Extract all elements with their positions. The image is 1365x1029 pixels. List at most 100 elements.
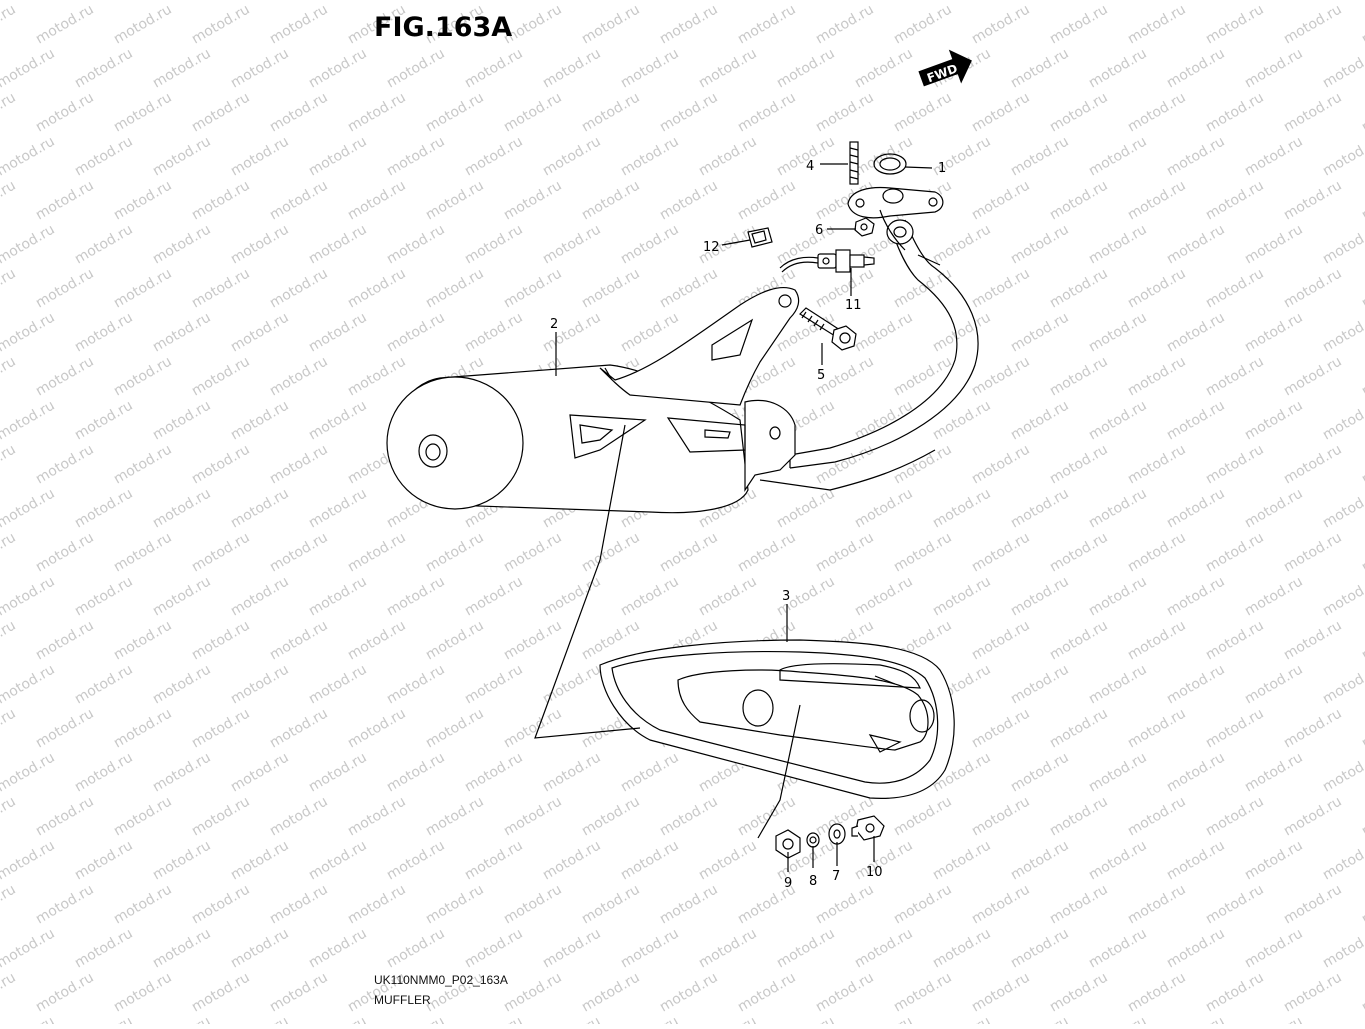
watermark-text: motod.ru [1203,617,1267,663]
watermark-text: motod.ru [384,749,448,795]
watermark-text: motod.ru [1086,925,1150,971]
watermark-text: motod.ru [1086,397,1150,443]
watermark-text: motod.ru [150,1013,214,1024]
watermark-text: motod.ru [189,1,253,47]
watermark-text: motod.ru [0,45,58,91]
watermark-text: motod.ru [540,45,604,91]
watermark-text: motod.ru [1086,749,1150,795]
watermark-text: motod.ru [813,529,877,575]
watermark-text: motod.ru [111,529,175,575]
watermark-text: motod.ru [1086,1013,1150,1024]
watermark-text: motod.ru [0,441,19,487]
watermark-text: motod.ru [33,793,97,839]
watermark-text: motod.ru [1164,749,1228,795]
watermark-text: motod.ru [267,793,331,839]
watermark-text: motod.ru [111,969,175,1015]
watermark-text: motod.ru [1008,485,1072,531]
watermark-text: motod.ru [423,705,487,751]
watermark-text: motod.ru [735,969,799,1015]
watermark-text: motod.ru [735,177,799,223]
watermark-text: motod.ru [111,881,175,927]
watermark-text: motod.ru [306,309,370,355]
watermark-text: motod.ru [657,529,721,575]
watermark-text: motod.ru [1203,793,1267,839]
watermark-text: motod.ru [306,133,370,179]
watermark-text: motod.ru [1281,353,1345,399]
callout-1: 1 [938,161,946,176]
watermark-text: motod.ru [501,881,565,927]
watermark-text: motod.ru [657,177,721,223]
watermark-text: motod.ru [33,881,97,927]
watermark-text: motod.ru [150,133,214,179]
watermark-text: motod.ru [1125,265,1189,311]
watermark-text: motod.ru [345,265,409,311]
watermark-text: motod.ru [462,45,526,91]
watermark-text: motod.ru [462,925,526,971]
watermark-text: motod.ru [1164,45,1228,91]
watermark-text: motod.ru [72,661,136,707]
watermark-text: motod.ru [1164,309,1228,355]
watermark-text: motod.ru [891,265,955,311]
watermark-text: motod.ru [189,705,253,751]
watermark-text: motod.ru [813,1,877,47]
watermark-text: motod.ru [72,485,136,531]
watermark-text: motod.ru [1242,221,1306,267]
watermark-text: motod.ru [774,1013,838,1024]
watermark-text: motod.ru [72,309,136,355]
watermark-text: motod.ru [462,837,526,883]
watermark-text: motod.ru [1164,485,1228,531]
watermark-text: motod.ru [1320,485,1365,531]
watermark-text: motod.ru [969,441,1033,487]
callout-10: 10 [866,865,883,880]
watermark-text: motod.ru [891,969,955,1015]
watermark-text: motod.ru [852,45,916,91]
watermark-text: motod.ru [462,661,526,707]
watermark-text: motod.ru [267,529,331,575]
watermark-text: motod.ru [150,749,214,795]
watermark-text: motod.ru [0,749,58,795]
watermark-text: motod.ru [1086,133,1150,179]
watermark-text: motod.ru [852,133,916,179]
watermark-text: motod.ru [540,925,604,971]
watermark-text: motod.ru [579,265,643,311]
callout-2: 2 [550,317,558,332]
watermark-text: motod.ru [969,265,1033,311]
watermark-text: motod.ru [891,89,955,135]
watermark-text: motod.ru [735,529,799,575]
watermark-text: motod.ru [969,89,1033,135]
watermark-text: motod.ru [0,309,58,355]
watermark-text: motod.ru [1281,89,1345,135]
watermark-text: motod.ru [1086,485,1150,531]
watermark-text: motod.ru [1242,0,1306,3]
watermark-text: motod.ru [0,969,19,1015]
watermark-text: motod.ru [1008,661,1072,707]
watermark-text: motod.ru [189,265,253,311]
watermark-text: motod.ru [345,89,409,135]
watermark-text: motod.ru [345,793,409,839]
watermark-text: motod.ru [423,529,487,575]
callout-12: 12 [703,240,720,255]
watermark-text: motod.ru [1164,397,1228,443]
watermark-text: motod.ru [1359,705,1365,751]
watermark-text: motod.ru [501,793,565,839]
watermark-text: motod.ru [1281,881,1345,927]
watermark-text: motod.ru [384,0,448,3]
watermark-text: motod.ru [852,837,916,883]
watermark-text: motod.ru [1125,89,1189,135]
watermark-text: motod.ru [540,0,604,3]
callout-7: 7 [832,869,840,884]
watermark-text: motod.ru [267,1,331,47]
watermark-text: motod.ru [150,661,214,707]
watermark-text: motod.ru [930,221,994,267]
watermark-text: motod.ru [540,221,604,267]
watermark-text: motod.ru [228,309,292,355]
watermark-text: motod.ru [150,573,214,619]
watermark-text: motod.ru [1047,529,1111,575]
watermark-text: motod.ru [462,1013,526,1024]
watermark-text: motod.ru [423,265,487,311]
watermark-text: motod.ru [1047,793,1111,839]
watermark-text: motod.ru [1242,925,1306,971]
watermark-text: motod.ru [1047,617,1111,663]
watermark-text: motod.ru [1242,485,1306,531]
watermark-text: motod.ru [1359,1,1365,47]
